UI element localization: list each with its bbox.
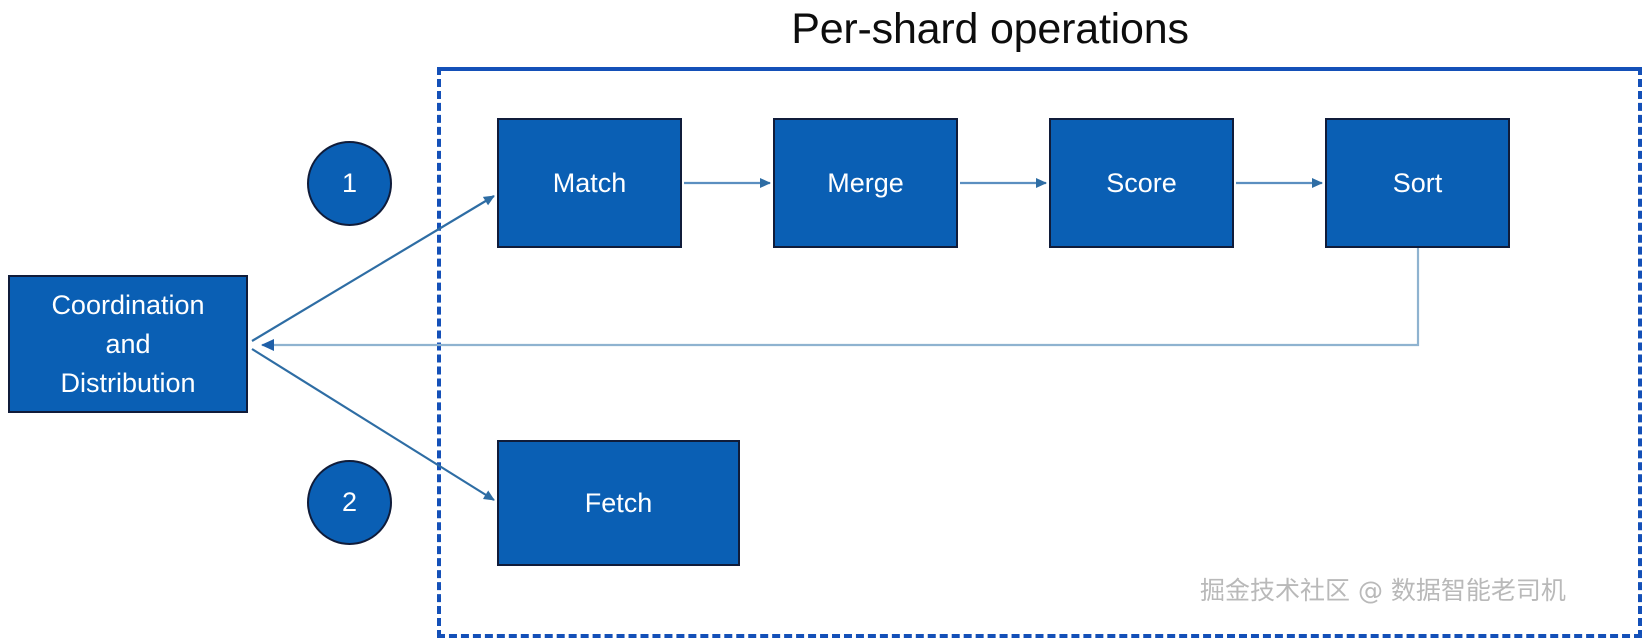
node-label-line-1: Coordination — [51, 289, 205, 320]
node-label: Sort — [1392, 168, 1443, 198]
connector-sort-to-coordination — [261, 248, 1420, 351]
node-merge[interactable]: Merge — [773, 118, 958, 248]
node-fetch[interactable]: Fetch — [497, 440, 740, 566]
node-match[interactable]: Match — [497, 118, 682, 248]
watermark: 掘金技术社区 @ 数据智能老司机 — [1200, 576, 1566, 605]
step-marker-1[interactable]: 1 — [307, 141, 392, 226]
connector-coordination-to-match — [251, 195, 495, 342]
step-marker-label: 2 — [341, 487, 358, 517]
node-label: Score — [1106, 168, 1177, 198]
node-label-line-2: and — [105, 328, 151, 359]
node-label-line-3: Distribution — [60, 367, 196, 398]
step-marker-label: 1 — [341, 168, 358, 198]
node-coordination-and-distribution[interactable]: Coordination and Distribution — [8, 275, 248, 413]
node-score[interactable]: Score — [1049, 118, 1234, 248]
node-label: Fetch — [584, 488, 653, 518]
node-label: Merge — [827, 168, 904, 198]
node-sort[interactable]: Sort — [1325, 118, 1510, 248]
page-title: Per-shard operations — [791, 5, 1189, 53]
step-marker-2[interactable]: 2 — [307, 460, 392, 545]
node-label: Match — [552, 168, 627, 198]
connector-coordination-to-fetch — [251, 348, 495, 501]
